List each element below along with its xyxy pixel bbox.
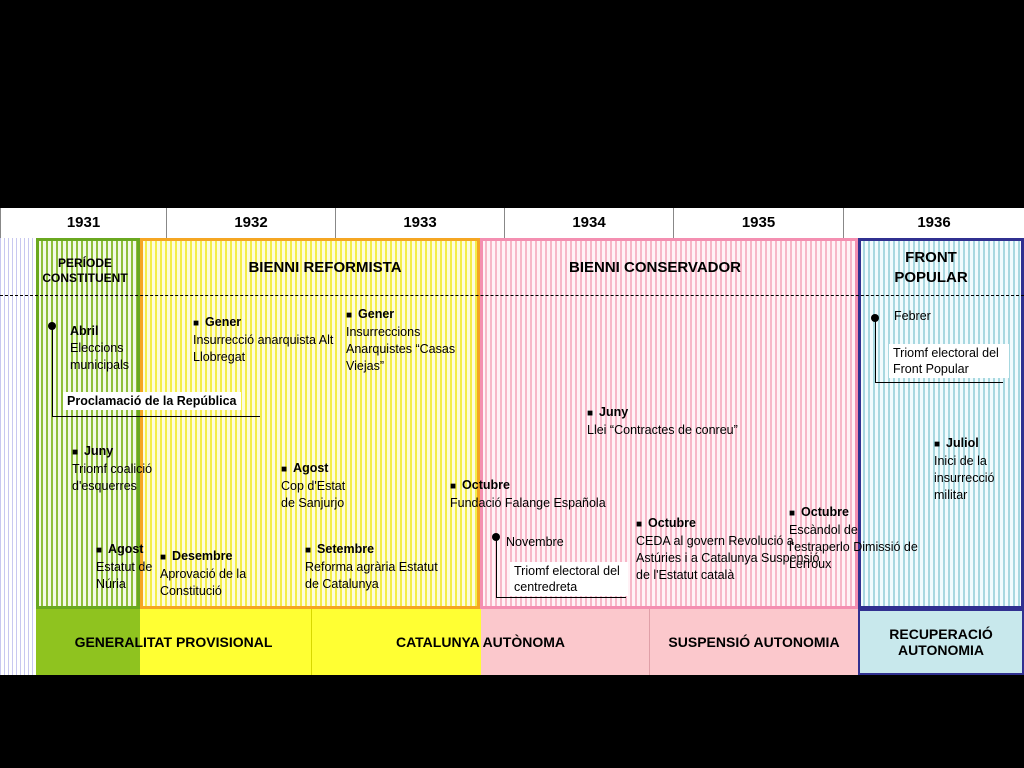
period-divider-line: [0, 295, 1024, 296]
year-1936: 1936: [843, 208, 1024, 238]
connector-line: [875, 382, 1003, 383]
event-novembre-1933: Novembre: [506, 535, 564, 549]
event-box-front-popular: Triomf electoral del Front Popular: [889, 344, 1009, 378]
band-recuperacio-autonomia: RECUPERACIÓ AUTONOMIA: [858, 609, 1024, 675]
period-reformista: BIENNI REFORMISTA: [248, 259, 402, 276]
year-1932: 1932: [166, 208, 335, 238]
period-front-popular: FRONT POPULAR: [894, 249, 968, 286]
front-popular-frame: [858, 238, 1024, 609]
front-popular-band: [858, 238, 1024, 609]
year-1933: 1933: [335, 208, 504, 238]
year-1934: 1934: [504, 208, 673, 238]
reformista-band: [140, 238, 480, 609]
connector-line: [52, 326, 53, 416]
reformista-frame: [140, 238, 480, 609]
band-catalunya-autonoma: CATALUNYA AUTÒNOMA: [311, 609, 649, 675]
timeline-body: [0, 238, 1024, 675]
band-suspensio-autonomia: SUSPENSIÓ AUTONOMIA: [649, 609, 858, 675]
year-1935: 1935: [673, 208, 843, 238]
band-generalitat-provisional: GENERALITAT PROVISIONAL: [36, 609, 311, 675]
connector-line: [496, 537, 497, 597]
event-box-centredreta: Triomf electoral del centredreta: [510, 562, 628, 596]
year-header: 1931 1932 1933 1934 1935 1936: [0, 208, 1024, 238]
connector-line: [52, 416, 260, 417]
connector-line: [496, 597, 626, 598]
period-constituent: PERÍODE CONSTITUENT: [42, 256, 128, 285]
year-1931: 1931: [0, 208, 166, 238]
period-conservador: BIENNI CONSERVADOR: [569, 259, 741, 276]
constituent-frame: [36, 238, 140, 609]
connector-line: [875, 318, 876, 382]
constituent-band: [36, 238, 140, 609]
pre-period-band: [0, 238, 36, 675]
event-box-proclamacio: Proclamació de la República: [63, 392, 241, 410]
conservador-frame: [480, 238, 858, 609]
event-febrer-1936: Febrer: [894, 309, 931, 323]
conservador-band: [480, 238, 858, 609]
